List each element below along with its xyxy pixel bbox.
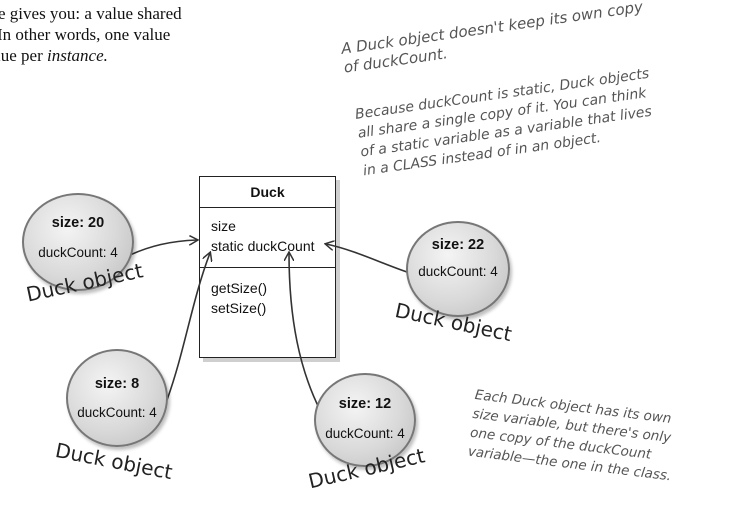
intro-line-2: In other words, one value xyxy=(0,25,171,44)
duck-object-sphere: size: 22 duckCount: 4 xyxy=(406,221,510,317)
class-name: Duck xyxy=(200,177,335,208)
object-size: size: 22 xyxy=(431,237,485,253)
field-static-duckcount: static duckCount xyxy=(211,238,315,254)
object-size: size: 8 xyxy=(94,376,140,392)
method-setsize: setSize() xyxy=(211,300,267,316)
intro-line-3-text: lue per xyxy=(0,46,47,65)
intro-line-3-emphasis: instance. xyxy=(46,46,108,65)
arrow-duck22-to-duckcount xyxy=(326,244,411,274)
class-fields: size static duckCount xyxy=(200,208,335,268)
duck-object-sphere: size: 20 duckCount: 4 xyxy=(22,193,134,291)
intro-text: e gives you: a value shared In other wor… xyxy=(0,3,182,66)
object-size: size: 12 xyxy=(338,396,392,412)
duck-object-sphere: size: 12 duckCount: 4 xyxy=(314,373,416,467)
object-duckcount: duckCount: 4 xyxy=(418,264,498,279)
duck-object-sphere: size: 8 duckCount: 4 xyxy=(66,349,168,447)
method-getsize: getSize() xyxy=(211,280,268,296)
arrow-duck12-to-duckcount xyxy=(289,253,321,411)
intro-line-1: e gives you: a value shared xyxy=(0,4,182,23)
class-methods: getSize() setSize() xyxy=(200,268,335,318)
field-size: size xyxy=(211,218,236,234)
arrow-duck8-to-duckcount xyxy=(166,253,210,401)
object-duckcount: duckCount: 4 xyxy=(77,405,157,420)
intro-line-3: lue per instance. xyxy=(0,45,182,66)
duck-class-box: Duck size static duckCount getSize() set… xyxy=(199,176,336,358)
object-duckcount: duckCount: 4 xyxy=(325,426,405,441)
object-duckcount: duckCount: 4 xyxy=(38,245,118,260)
arrow-duck20-to-duckcount xyxy=(129,240,197,256)
object-size: size: 20 xyxy=(51,215,105,231)
